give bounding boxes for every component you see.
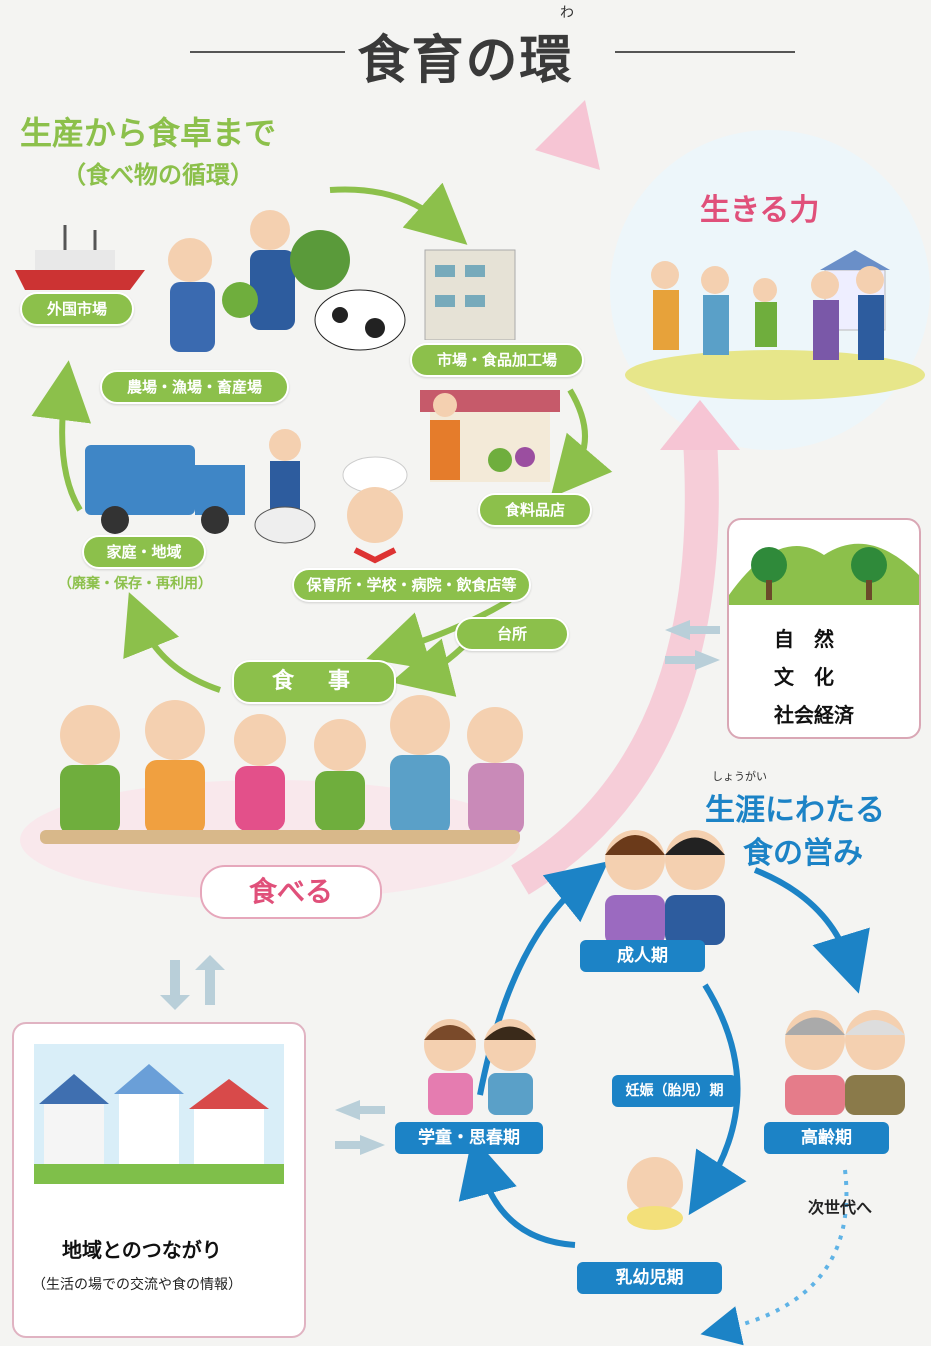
food-store-label: 食料品店 bbox=[478, 493, 592, 527]
market-processing-label: 市場・食品加工場 bbox=[410, 343, 584, 377]
pink-arrow-head-top bbox=[535, 100, 600, 170]
pregnancy-label: 妊娠（胎児）期 bbox=[612, 1075, 737, 1107]
school-label: 学童・思春期 bbox=[395, 1122, 543, 1154]
ship-icon bbox=[15, 225, 145, 299]
page-title: 食育の環 bbox=[357, 31, 574, 91]
garbage-truck-icon bbox=[85, 425, 325, 549]
foreign-market-label: 外国市場 bbox=[20, 292, 134, 326]
community-label: 地域とのつながり bbox=[62, 1238, 222, 1262]
next-gen-label: 次世代へ bbox=[808, 1198, 873, 1217]
adult-couple-icon bbox=[590, 815, 740, 949]
title-ruby: わ bbox=[560, 5, 574, 21]
family-eating-icon bbox=[20, 690, 530, 874]
pink-arrow bbox=[511, 438, 719, 895]
nature-culture-box: 自 然 文 化 社会経済 bbox=[727, 518, 921, 739]
circulation-heading: 生産から食卓まで bbox=[20, 114, 277, 152]
factory-icon bbox=[420, 240, 520, 344]
lifelong-heading-1: 生涯にわたる bbox=[705, 793, 885, 828]
baby-icon bbox=[615, 1150, 695, 1234]
walking-family-icon bbox=[625, 250, 925, 404]
elderly-label: 高齢期 bbox=[764, 1122, 889, 1154]
lifelong-heading-2: 食の営み bbox=[743, 836, 863, 871]
elderly-couple-icon bbox=[770, 995, 920, 1119]
kitchen-label: 台所 bbox=[455, 617, 569, 651]
adult-label: 成人期 bbox=[580, 940, 705, 972]
home-area-label: 家庭・地域 bbox=[82, 535, 206, 569]
culture-label: 文 化 bbox=[774, 665, 834, 689]
shop-icon bbox=[420, 385, 560, 499]
houses-icon bbox=[34, 1044, 284, 1184]
farms-label: 農場・漁場・畜産場 bbox=[100, 370, 289, 404]
trees-icon bbox=[729, 543, 919, 605]
lifelong-ruby: しょうがい bbox=[712, 770, 767, 783]
children-icon bbox=[410, 995, 550, 1119]
community-box: 地域とのつながり （生活の場での交流や食の情報） bbox=[12, 1022, 306, 1338]
circulation-subheading: （食べ物の循環） bbox=[62, 161, 254, 189]
economy-label: 社会経済 bbox=[774, 703, 854, 727]
farmers-icon bbox=[150, 200, 410, 364]
facilities-label: 保育所・学校・病院・飲食店等 bbox=[292, 568, 531, 602]
community-sub: （生活の場での交流や食の情報） bbox=[32, 1277, 242, 1293]
infant-label: 乳幼児期 bbox=[577, 1262, 722, 1294]
eat-badge: 食べる bbox=[200, 865, 382, 919]
home-area-sub: （廃棄・保存・再利用） bbox=[58, 576, 212, 592]
eat-label: 食べる bbox=[248, 875, 333, 908]
living-power-label: 生きる力 bbox=[700, 193, 820, 228]
nature-label: 自 然 bbox=[774, 627, 834, 651]
meal-label: 食 事 bbox=[232, 660, 396, 704]
chef-icon bbox=[335, 455, 415, 569]
